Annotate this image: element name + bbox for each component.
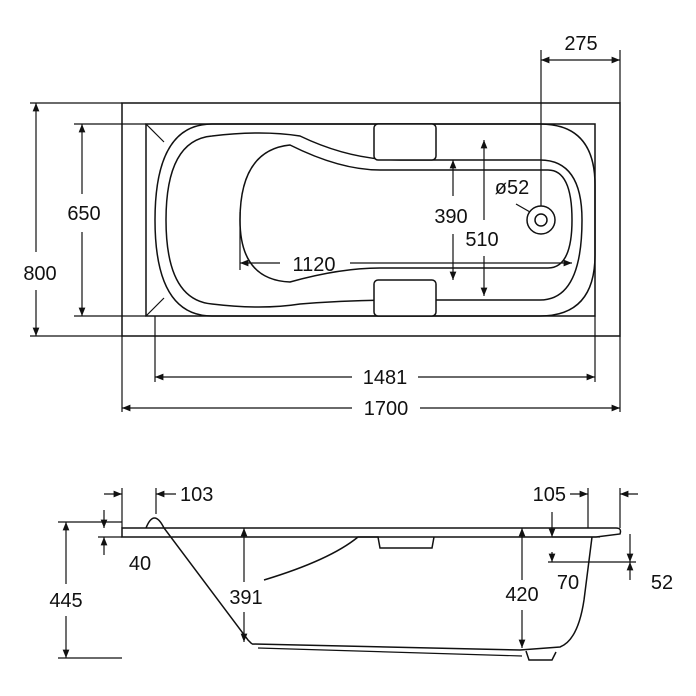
dim-right-52: 52 <box>651 572 673 594</box>
basin-bottom-contour <box>239 144 573 283</box>
dim-width-510: 510 <box>465 229 498 251</box>
dim-total-height: 445 <box>49 590 82 612</box>
dim-depth-left: 391 <box>229 587 262 609</box>
dim-depth-right: 420 <box>505 584 538 606</box>
basin-side-contour <box>165 132 583 308</box>
dim-rim-left: 103 <box>180 484 213 506</box>
handle-top <box>373 123 437 161</box>
dim-drain-diameter: ø52 <box>495 177 529 199</box>
dim-right-70: 70 <box>557 572 579 594</box>
dim-drain-offset: 275 <box>564 33 597 55</box>
section-left-wall <box>145 517 253 645</box>
dim-inner-width: 650 <box>67 203 100 225</box>
section-rim <box>121 527 622 538</box>
plan-view: 1700 1481 1120 800 650 390 510 ø52 <box>23 33 621 420</box>
tub-outer-rim <box>121 102 621 337</box>
dim-rim-right: 105 <box>533 484 566 506</box>
section-inner-profile <box>263 536 435 581</box>
dim-inner-length: 1481 <box>363 367 408 389</box>
dim-height-overall: 800 <box>23 263 56 285</box>
dim-bottom-width: 390 <box>434 206 467 228</box>
dim-rim-thickness: 40 <box>129 553 151 575</box>
drain-outer <box>526 205 556 235</box>
handle-bottom <box>373 279 437 317</box>
section-drain <box>525 650 557 661</box>
dim-bottom-length: 1120 <box>292 254 335 276</box>
dim-width-overall: 1700 <box>364 398 409 420</box>
drain-inner <box>534 213 548 227</box>
section-bottom <box>251 536 593 651</box>
section-view: 103 105 40 445 391 420 70 <box>49 484 673 661</box>
